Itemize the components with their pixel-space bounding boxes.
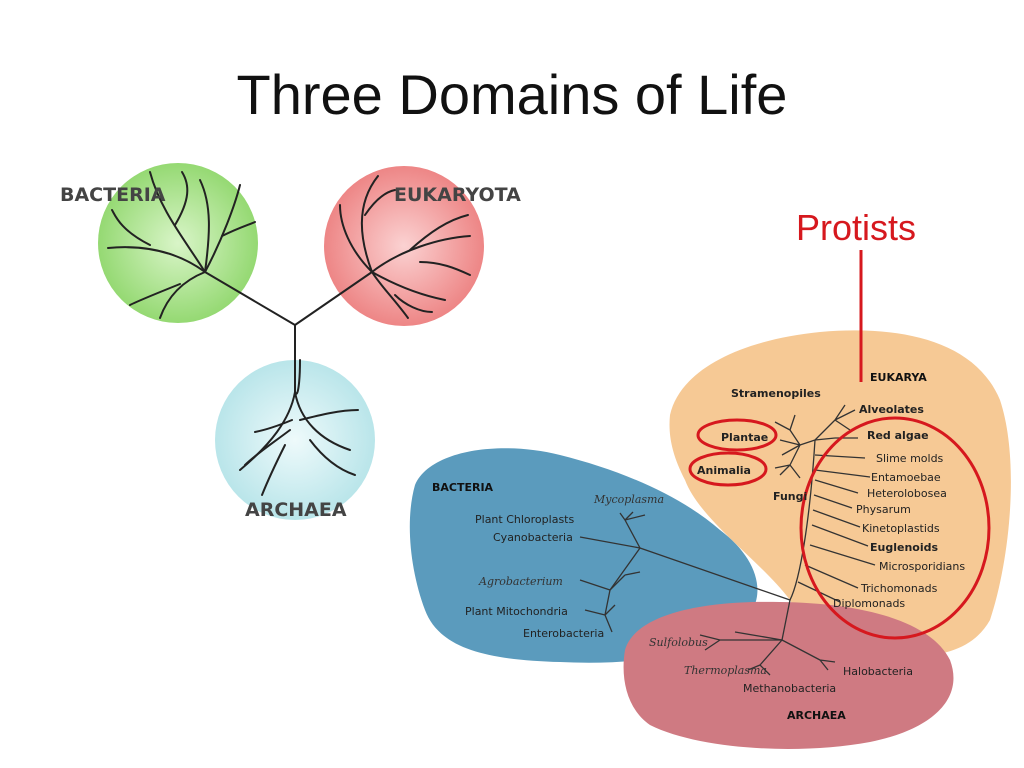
protist-callout bbox=[688, 250, 991, 640]
taxon-heterolobosea: Heterolobosea bbox=[867, 487, 947, 500]
archaea-region bbox=[623, 601, 954, 749]
plantae-highlight bbox=[696, 418, 778, 452]
bacteria-region-label: BACTERIA bbox=[432, 481, 494, 494]
taxon-trichomonads: Trichomonads bbox=[860, 582, 938, 595]
archaea-circle bbox=[215, 360, 375, 520]
detailed-tree: BACTERIA EUKARYA ARCHAEA Mycoplasma Plan… bbox=[409, 250, 1011, 749]
taxon-diplomonads: Diplomonads bbox=[833, 597, 905, 610]
taxon-plant-mitochondria: Plant Mitochondria bbox=[465, 605, 568, 618]
taxon-slime-molds: Slime molds bbox=[876, 452, 944, 465]
taxon-plantae: Plantae bbox=[721, 431, 768, 444]
taxon-enterobacteria: Enterobacteria bbox=[523, 627, 604, 640]
taxon-euglenoids: Euglenoids bbox=[870, 541, 938, 554]
protists-highlight-ellipse bbox=[799, 416, 991, 640]
taxon-alveolates: Alveolates bbox=[859, 403, 924, 416]
taxon-physarum: Physarum bbox=[856, 503, 911, 516]
slide-title: Three Domains of Life bbox=[236, 63, 788, 126]
taxon-agrobacterium: Agrobacterium bbox=[478, 575, 563, 588]
simple-tree: BACTERIA EUKARYOTA ARCHAEA bbox=[60, 163, 521, 521]
archaea-region-label: ARCHAEA bbox=[787, 709, 846, 722]
taxon-plant-chloroplasts: Plant Chloroplasts bbox=[475, 513, 574, 526]
taxon-microsporidians: Microsporidians bbox=[879, 560, 965, 573]
taxon-entamoebae: Entamoebae bbox=[871, 471, 941, 484]
taxon-fungi: Fungi bbox=[773, 490, 807, 503]
eukaryota-label: EUKARYOTA bbox=[394, 184, 521, 206]
taxon-halobacteria: Halobacteria bbox=[843, 665, 913, 678]
taxon-stramenopiles: Stramenopiles bbox=[731, 387, 821, 400]
eukarya-region-label: EUKARYA bbox=[870, 371, 927, 384]
detailed-tree-branches bbox=[579, 404, 876, 676]
taxon-methanobacteria: Methanobacteria bbox=[743, 682, 836, 695]
taxon-animalia: Animalia bbox=[697, 464, 751, 477]
bacteria-branches bbox=[107, 171, 256, 319]
taxon-red-algae: Red algae bbox=[867, 429, 929, 442]
protists-label: Protists bbox=[796, 207, 916, 248]
taxon-cyanobacteria: Cyanobacteria bbox=[493, 531, 573, 544]
eukarya-region bbox=[669, 330, 1011, 656]
eukaryota-branches bbox=[339, 175, 471, 319]
bacteria-circle bbox=[98, 163, 258, 323]
bacteria-region bbox=[409, 448, 758, 663]
archaea-label: ARCHAEA bbox=[245, 499, 347, 521]
animalia-highlight bbox=[688, 451, 768, 487]
taxon-mycoplasma: Mycoplasma bbox=[593, 493, 664, 506]
archaea-branches bbox=[239, 359, 359, 496]
taxon-sulfolobus: Sulfolobus bbox=[649, 636, 708, 649]
taxon-thermoplasma: Thermoplasma bbox=[684, 664, 767, 677]
bacteria-label: BACTERIA bbox=[60, 184, 166, 206]
simple-tree-trunks bbox=[204, 271, 373, 393]
taxon-kinetoplastids: Kinetoplastids bbox=[862, 522, 940, 535]
